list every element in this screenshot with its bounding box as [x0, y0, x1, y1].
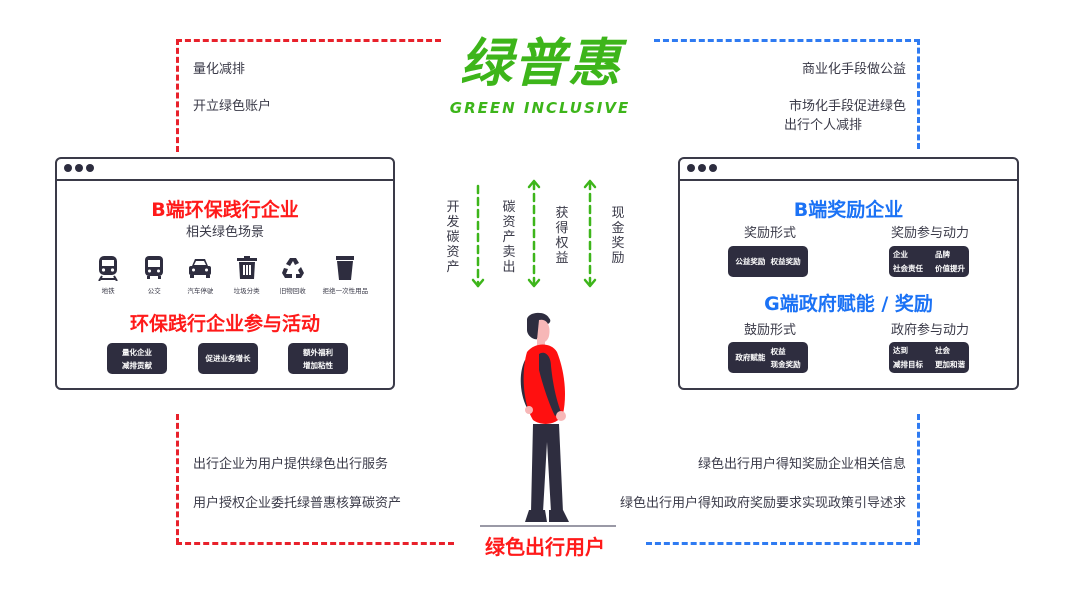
scene-list: 地铁 公交 汽车停驶 — [85, 255, 375, 295]
note-open-green-account: 开立绿色账户 — [193, 99, 272, 114]
red-dashed-frame-left-lower — [176, 414, 179, 544]
left-panel-title: B端环保践行企业 — [151, 199, 299, 221]
g-form-chip: 政府赋能 权益 现金奖励 — [728, 342, 808, 373]
scene-subway: 地铁 — [85, 255, 131, 295]
scene-label: 旧物回收 — [279, 287, 306, 295]
blue-dashed-frame-right-lower — [917, 414, 920, 544]
blue-dashed-frame-bottom — [646, 542, 920, 545]
chip-text: 增加粘性 — [303, 360, 333, 370]
window-dot-icon — [64, 164, 72, 172]
chip-text: 公益奖励 — [735, 257, 766, 266]
window-dot-icon — [75, 164, 83, 172]
g-form-label: 鼓励形式 — [743, 323, 796, 338]
chip-text: 政府赋能 — [735, 353, 766, 362]
note-user-know-enterprise: 绿色出行用户得知奖励企业相关信息 — [697, 457, 906, 472]
activity-chip-growth: 促进业务增长 — [198, 343, 258, 374]
g-government-title: G端政府赋能 / 奖励 — [764, 293, 933, 315]
car-icon — [189, 259, 212, 278]
subway-icon — [98, 256, 118, 281]
red-dashed-frame-left-upper — [176, 39, 179, 152]
arrow-label-cash-reward: 现金奖励 — [611, 206, 625, 266]
g-motive-label: 政府参与动力 — [890, 323, 969, 338]
b-form-label: 奖励形式 — [743, 226, 796, 241]
arrows-svg — [471, 179, 597, 288]
red-dashed-frame-top — [176, 39, 441, 42]
g-motive-chip: 达到 社会 减排目标 更加和谐 — [889, 342, 969, 373]
chip-text: 权益 — [770, 346, 786, 356]
logo-chinese: 绿普惠 — [459, 34, 622, 94]
window-dot-icon — [86, 164, 94, 172]
chip-text: 达到 — [893, 346, 908, 355]
left-panel-subtitle: 相关绿色场景 — [185, 225, 264, 240]
chip-text: 权益奖励 — [770, 257, 801, 266]
note-user-authorize: 用户授权企业委托绿普惠核算碳资产 — [193, 496, 402, 511]
chip-text-group: 权益 现金奖励 — [771, 345, 801, 371]
blue-dashed-frame-top — [654, 39, 920, 42]
trash-icon — [236, 256, 257, 279]
logo-english: GREEN INCLUSIVE — [449, 99, 631, 117]
chip-text: 现金奖励 — [770, 359, 801, 369]
activity-title: 环保践行企业参与活动 — [129, 313, 320, 335]
arrow-down-icon — [471, 184, 485, 288]
scene-label: 地铁 — [101, 287, 115, 295]
scene-label: 公交 — [147, 287, 161, 295]
green-traveler-user-label: 绿色出行用户 — [485, 535, 605, 559]
note-market-promote-line1: 市场化手段促进绿色 — [788, 99, 906, 114]
cup-icon — [336, 256, 355, 280]
b-motive-chip: 企业 品牌 社会责任 价值提升 — [889, 246, 969, 277]
chip-text: 品牌 — [935, 250, 950, 259]
recycle-icon — [281, 258, 304, 278]
note-market-promote-line2: 出行个人减排 — [784, 118, 863, 133]
chip-text: 企业 — [893, 250, 908, 259]
chip-text: 社会 — [935, 346, 950, 355]
scene-car: 汽车停驶 — [177, 255, 223, 295]
arrow-label-carbon-sale: 碳资产卖出 — [502, 200, 516, 275]
note-commercial-charity: 商业化手段做公益 — [801, 62, 906, 77]
b-form-chip: 公益奖励 权益奖励 — [728, 246, 808, 277]
chip-text: 减排目标 — [893, 360, 923, 369]
window-dot-icon — [687, 164, 695, 172]
scene-bus: 公交 — [131, 255, 177, 295]
red-dashed-frame-bottom — [176, 542, 454, 545]
scene-trash: 垃圾分类 — [224, 255, 270, 295]
green-traveler-person-illustration — [520, 312, 569, 522]
b-motive-label: 奖励参与动力 — [890, 226, 969, 241]
note-user-know-government: 绿色出行用户得知政府奖励要求实现政策引导述求 — [619, 496, 906, 511]
b-reward-title: B端奖励企业 — [793, 199, 904, 221]
scene-no-disposable: 拒绝一次性用品 — [316, 255, 375, 295]
right-panel-window: B端奖励企业 奖励形式 奖励参与动力 公益奖励 权益奖励 企业 品牌 社会责任 … — [678, 157, 1019, 390]
chip-text: 更加和谐 — [935, 360, 965, 369]
chip-text: 量化企业 — [122, 347, 152, 357]
chip-text: 减排贡献 — [122, 360, 152, 370]
scene-label: 汽车停驶 — [187, 287, 214, 295]
ground-line — [480, 525, 616, 527]
scene-label: 拒绝一次性用品 — [322, 287, 369, 295]
left-panel-window: B端环保践行企业 相关绿色场景 地铁 公交 — [55, 157, 395, 390]
chip-text: 社会责任 — [893, 264, 923, 273]
bus-icon — [145, 256, 164, 279]
window-title-bar — [680, 159, 1017, 181]
arrow-label-develop-carbon: 开发碳资产 — [446, 200, 460, 275]
scene-recycle: 旧物回收 — [270, 255, 316, 295]
window-title-bar — [57, 159, 393, 181]
chip-text: 额外福利 — [303, 347, 333, 357]
window-dot-icon — [709, 164, 717, 172]
window-dot-icon — [698, 164, 706, 172]
arrow-bidirectional-icon — [527, 179, 541, 288]
chip-text: 促进业务增长 — [205, 354, 251, 363]
activity-chip-quantify: 量化企业 减排贡献 — [107, 343, 167, 374]
arrow-bidirectional-icon — [583, 179, 597, 288]
note-enterprise-service: 出行企业为用户提供绿色出行服务 — [193, 457, 389, 472]
chip-text: 价值提升 — [935, 264, 965, 273]
activity-chip-benefit: 额外福利 增加粘性 — [288, 343, 348, 374]
blue-dashed-frame-right-upper — [917, 39, 920, 149]
arrow-label-get-rights: 获得权益 — [555, 206, 569, 266]
scene-label: 垃圾分类 — [233, 287, 260, 295]
note-quantify-emission: 量化减排 — [193, 62, 246, 77]
